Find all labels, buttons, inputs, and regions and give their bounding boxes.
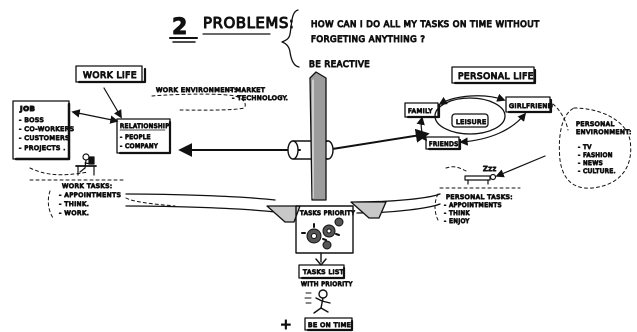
work-env-market: - MARKET xyxy=(230,86,265,94)
task-list-label: TASKS LIST xyxy=(302,268,344,276)
personal-tasks-dashed-left xyxy=(435,194,438,220)
title-word: PROBLEMS: xyxy=(203,14,294,32)
leisure-circle xyxy=(435,98,505,134)
header-relationship-arrow xyxy=(104,88,121,117)
personal-task-think: - THINK xyxy=(444,210,471,217)
problem-1-line-2: FORGETING ANYTHING ? xyxy=(311,35,425,45)
personal-env-title-1: PERSONAL xyxy=(576,120,615,128)
problem-1-line-1: HOW CAN I DO ALL MY TASKS ON TIME WITHOU… xyxy=(311,20,540,30)
family-friends-arrow xyxy=(421,118,426,140)
personal-funnel xyxy=(351,202,386,218)
job-worker-dashed xyxy=(30,168,88,175)
personal-task-enjoy: - ENJOY xyxy=(444,218,470,225)
work-tasks-dashed-left xyxy=(48,191,53,218)
tasks-priority-label: TASKS PRIORITY xyxy=(299,210,355,217)
work-funnel xyxy=(267,206,300,222)
sleep-environment-arrow xyxy=(497,156,545,176)
work-tasks-dashed-right xyxy=(126,198,175,206)
work-task-appointments: - APPOINTMENTS xyxy=(59,191,121,199)
girlfriend-label: GIRLFRIEND xyxy=(509,102,553,110)
sleep-dashed-left xyxy=(446,167,468,172)
personal-tasks-title: PERSONAL TASKS: xyxy=(446,193,513,201)
sleeping-zzz: Zzz xyxy=(483,165,497,173)
personal-env-culture: - CULTURE. xyxy=(578,168,616,175)
relationship-item-company: - COMPANY xyxy=(120,143,158,150)
job-item-projects: - PROJECTS . xyxy=(19,144,66,152)
job-title: JOB xyxy=(19,105,35,113)
with-priority-label: WITH PRIORITY xyxy=(301,281,353,288)
personal-env-tv: - TV xyxy=(578,144,592,151)
job-item-coworkers: - CO-WORKERS xyxy=(19,125,74,133)
relationship-item-people: - PEOPLE xyxy=(120,134,151,141)
job-item-boss: - BOSS xyxy=(19,116,44,124)
friends-label: FRIENDS xyxy=(429,141,459,148)
work-environment-label: WORK ENVIRONMENT: xyxy=(156,86,237,94)
work-tasks-title: WORK TASKS: xyxy=(62,182,113,190)
personal-life-header: PERSONAL LIFE xyxy=(458,72,534,82)
gears-icon xyxy=(302,218,343,249)
center-pillar xyxy=(310,72,326,200)
sleeping-person-icon xyxy=(465,175,496,185)
family-label: FAMILY xyxy=(408,107,433,115)
personal-env-dashed-link xyxy=(553,104,568,130)
worker-at-desk-icon xyxy=(76,154,96,175)
priority-to-list-arrow xyxy=(316,253,326,265)
center-to-personal-arrow xyxy=(326,134,427,150)
personal-task-appointments: - APPOINTMENTS xyxy=(444,202,502,209)
be-on-time-label: BE ON TIME xyxy=(308,321,351,329)
work-life-header: WORK LIFE xyxy=(83,71,137,81)
work-pipe xyxy=(126,194,275,212)
leisure-label: LEISURE xyxy=(456,118,487,126)
personal-env-fashion: - FASHION xyxy=(578,152,613,159)
problem-2: BE REACTIVE xyxy=(309,60,370,70)
relationship-title: RELATIONSHIP xyxy=(120,123,169,130)
work-task-think: - THINK. xyxy=(59,200,89,208)
job-relationship-arrow xyxy=(73,112,117,121)
work-task-work: - WORK. xyxy=(59,209,89,217)
personal-env-news: - NEWS xyxy=(578,160,603,167)
plus-sign: + xyxy=(280,317,292,332)
personal-env-title-2: ENVIRONMENT: xyxy=(576,128,632,136)
running-man-icon xyxy=(305,290,330,313)
work-env-technology: - TECHNOLOGY. xyxy=(232,94,288,102)
title-number: 2 xyxy=(172,15,188,40)
job-item-customers: - CUSTOMERS xyxy=(19,134,70,142)
